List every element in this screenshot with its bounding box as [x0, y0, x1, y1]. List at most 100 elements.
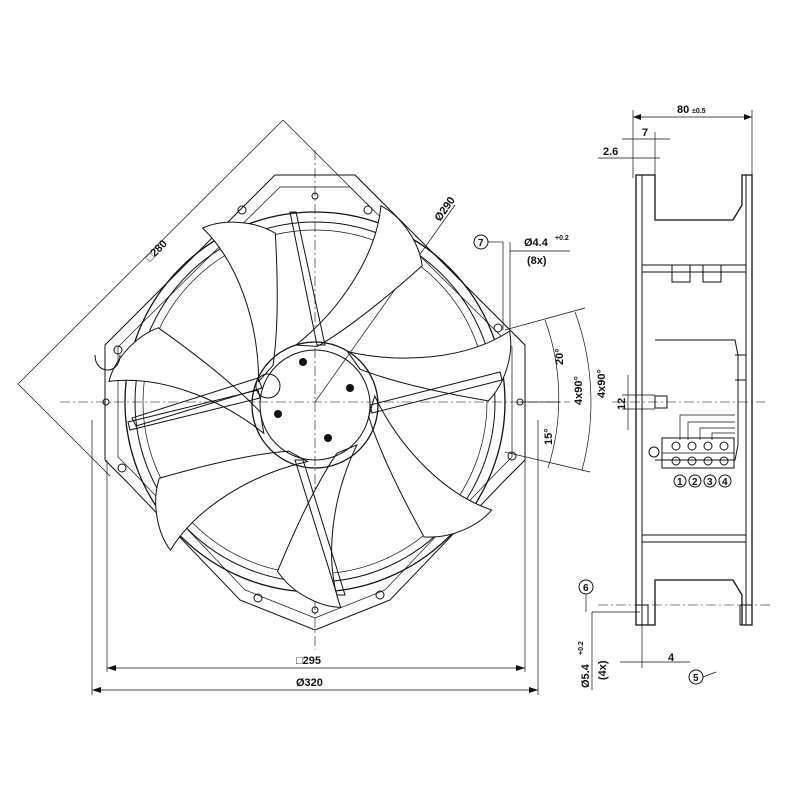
impeller-blade [368, 394, 493, 538]
terminal-screw [687, 441, 697, 451]
strut-bottom [294, 459, 346, 596]
side-lower-strut [641, 534, 747, 543]
mounting-hole [253, 593, 263, 603]
mount-hole-tolerance: +0.2 [578, 641, 585, 655]
impeller-blade [155, 450, 309, 552]
cable-notch [94, 354, 121, 371]
mounting-hole [363, 205, 373, 215]
dim-280-label: □280 [144, 238, 170, 264]
arc-4x90-inner [544, 319, 560, 469]
impeller-blade [294, 205, 423, 347]
hole-callout-diameter: Ø4.4 [524, 237, 549, 249]
terminal-number: 4 [722, 477, 728, 488]
angle-ray-lower [504, 451, 591, 473]
mounting-hole [493, 323, 503, 333]
hub-screw [299, 358, 307, 366]
housing-inner-outline [117, 186, 513, 619]
hub-screw [274, 410, 282, 418]
support-struts [127, 211, 503, 596]
bubble-5-label: 5 [693, 673, 699, 684]
hub-screw [346, 384, 354, 392]
terminal-number-bubble [688, 474, 702, 488]
side-hub-step [735, 354, 747, 381]
dim-280-ext-a [17, 383, 111, 477]
dim-80-label: 80 [677, 104, 689, 116]
mounting-hole [311, 606, 319, 614]
terminal-wires [679, 414, 735, 440]
terminal-screw [719, 441, 729, 451]
mounting-hole [507, 451, 517, 461]
hub-screws [274, 358, 354, 442]
dim-295-label: □295 [296, 655, 321, 667]
terminal-number-bubble [673, 474, 687, 488]
side-upper-strut [641, 264, 747, 273]
mount-hole-diameter: Ø5.4 [580, 663, 592, 688]
bottom-dimensions: □295 Ø320 [91, 420, 539, 695]
mount-hole-count: (4x) [597, 660, 609, 680]
dim-280-ext-b [282, 119, 371, 208]
terminal-screw [703, 441, 713, 451]
terminal-number-bubble [703, 474, 717, 488]
dim-7-label: 7 [642, 127, 648, 139]
motor-hub-cable-gland [255, 373, 281, 399]
hole-callout: 7 Ø4.4 +0.2 (8x) [473, 234, 570, 330]
front-view: □280 Ø290 [17, 119, 608, 695]
dim-280-line [17, 119, 284, 385]
dim-12-label: 12 [616, 398, 628, 410]
angle-4x90-inner-label: 4x90° [573, 376, 585, 405]
dim-290-label: Ø290 [433, 195, 458, 224]
side-hub-profile [655, 339, 739, 461]
mounting-hole [375, 590, 385, 600]
terminal-number: 2 [692, 477, 698, 488]
side-body-outline [635, 174, 753, 626]
mounting-hole [102, 398, 110, 406]
hub-screw [324, 434, 332, 442]
arrow-head [516, 665, 525, 671]
strut-left-cable [127, 389, 261, 431]
dim-320-label: Ø320 [296, 677, 323, 689]
arrow-head [633, 114, 641, 120]
terminal-block: 1 2 3 4 [648, 414, 735, 488]
bubble-5-leader [702, 671, 717, 678]
side-upper-bracket-a [671, 264, 691, 283]
strut-top [289, 211, 326, 346]
arrow-head [92, 687, 101, 693]
mounting-hole [311, 192, 319, 200]
mounting-hole [113, 345, 123, 355]
impeller-blade [276, 443, 358, 608]
cable-tube [131, 377, 263, 427]
arc-4x90-outer [574, 311, 592, 471]
terminal-screw [671, 456, 681, 466]
terminal-screw [671, 441, 681, 451]
terminal-number-bubble [718, 474, 732, 488]
mounting-hole [237, 205, 247, 215]
impeller-blade [346, 330, 512, 402]
terminal-number: 1 [677, 477, 683, 488]
bubble-6-label: 6 [583, 583, 589, 594]
hole-callout-tolerance: +0.2 [555, 235, 569, 242]
terminal-screw [703, 456, 713, 466]
impeller-blades [108, 205, 512, 608]
dim-4-label: 4 [668, 652, 675, 664]
housing-diamond-outline [104, 174, 526, 631]
side-cable-exit [654, 395, 668, 409]
mounting-hole [117, 463, 127, 473]
motor-hub-outer [251, 341, 379, 469]
side-upper-bracket-b [702, 264, 722, 283]
motor-hub-inner [259, 349, 371, 461]
terminal-number: 3 [707, 477, 713, 488]
angle-ray-upper [504, 307, 586, 331]
arrow-head [744, 114, 752, 120]
bubble-7-label: 7 [478, 238, 484, 249]
terminal-screw [687, 456, 697, 466]
dim-290-leader [314, 204, 456, 403]
ground-screw [648, 446, 660, 458]
side-view: 80 ±0.5 7 2.6 12 [578, 104, 770, 690]
angle-15-label: 15° [543, 428, 555, 445]
strut-right [369, 371, 503, 414]
terminal-screw [719, 456, 729, 466]
arrow-head [529, 687, 538, 693]
dim-2-6-label: 2.6 [603, 146, 618, 158]
flange-mounting-holes [94, 192, 524, 614]
